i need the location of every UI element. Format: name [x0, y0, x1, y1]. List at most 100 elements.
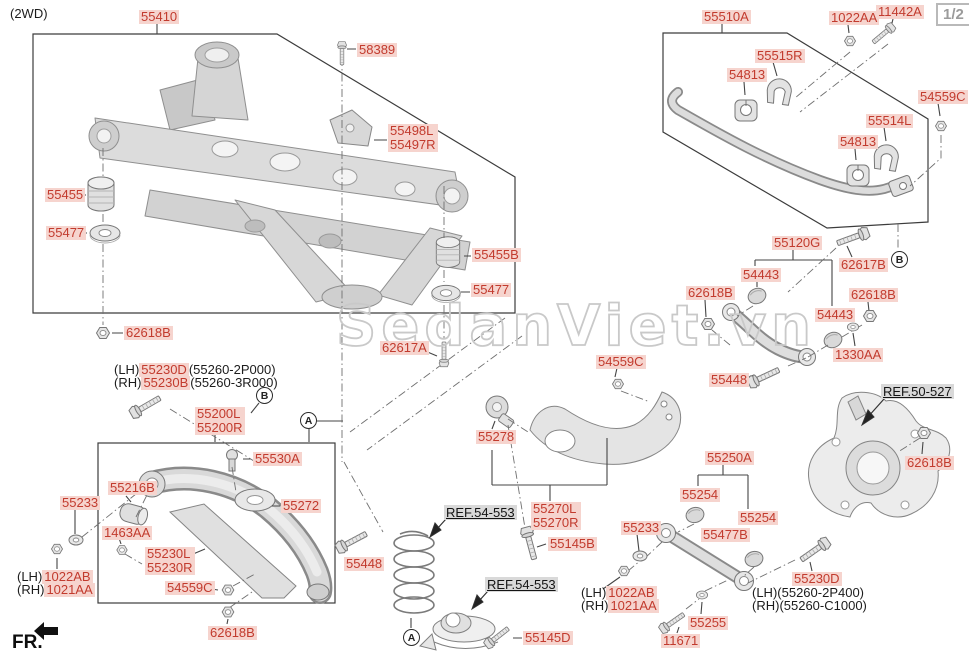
- callout-11671[interactable]: 11671: [661, 633, 701, 648]
- stabilizer-box: [662, 32, 929, 229]
- crossmember-art: [88, 41, 471, 310]
- ref-link-54-553-2[interactable]: REF.54-553: [485, 577, 558, 592]
- callout-55230L-55230R[interactable]: 55230L 55230R: [145, 547, 195, 575]
- callout-62618B-3[interactable]: 62618B: [849, 287, 898, 302]
- callout-55270L-55270R[interactable]: 55270L 55270R: [531, 502, 581, 530]
- callout-55477B[interactable]: 55477B: [701, 527, 750, 542]
- callout-55514L[interactable]: 55514L: [866, 113, 914, 128]
- ref-link-54-553-1[interactable]: REF.54-553: [444, 505, 517, 520]
- callout-55270L: 55270L: [533, 501, 577, 516]
- callout-62618B-1[interactable]: 62618B: [124, 325, 173, 340]
- callout-55200L-55200R[interactable]: 55200L 55200R: [195, 407, 245, 435]
- callout-55530A[interactable]: 55530A: [253, 451, 302, 466]
- callout-1021AA-1[interactable]: 1021AA: [44, 582, 95, 597]
- stab-bushing-icon: [734, 99, 758, 122]
- callout-55477-1[interactable]: 55477: [46, 225, 87, 240]
- callout-1022AB-1[interactable]: 1022AB: [42, 569, 93, 584]
- callout-55200R: 55200R: [197, 420, 243, 435]
- callout-55233-2[interactable]: 55233: [621, 520, 662, 535]
- callout-55448-2[interactable]: 55448: [344, 556, 385, 571]
- callout-55510A[interactable]: 55510A: [702, 9, 751, 24]
- row-lh-55230D: (LH)55230D(55260-2P000): [114, 363, 276, 377]
- callout-55455[interactable]: 55455: [45, 187, 86, 202]
- row-lh-2P400: (LH)(55260-2P400): [752, 586, 864, 600]
- callout-62618B-4[interactable]: 62618B: [905, 455, 954, 470]
- callout-54559C-3[interactable]: 54559C: [165, 580, 215, 595]
- callout-55278[interactable]: 55278: [476, 429, 517, 444]
- callout-55145D[interactable]: 55145D: [523, 630, 573, 645]
- callout-1021AA-2[interactable]: 1021AA: [608, 598, 659, 613]
- callout-54813-2[interactable]: 54813: [838, 134, 879, 149]
- stopper-pin-art: [226, 449, 238, 472]
- washer-icon: [696, 590, 708, 600]
- alt-code-3R000: (55260-3R000): [190, 375, 278, 390]
- callout-62618B-2[interactable]: 62618B: [686, 285, 735, 300]
- arm-bushing-icon: [742, 548, 766, 570]
- coil-spring-art: [393, 530, 435, 614]
- callout-55230R: 55230R: [147, 560, 193, 575]
- callout-55145B[interactable]: 55145B: [548, 536, 597, 551]
- rh-label: (RH): [17, 582, 45, 597]
- callout-54559C-1[interactable]: 54559C: [918, 89, 968, 104]
- callout-55230B[interactable]: 55230B: [141, 375, 191, 390]
- callout-11442A[interactable]: 11442A: [876, 4, 924, 19]
- stab-bushing-icon: [846, 164, 870, 187]
- bolt-icon: [834, 225, 872, 250]
- crossmember-bushing-icon: [87, 176, 115, 212]
- nut-icon: [844, 35, 856, 47]
- callout-55255[interactable]: 55255: [688, 615, 729, 630]
- callout-58389[interactable]: 58389: [357, 42, 398, 57]
- callout-54443-1[interactable]: 54443: [741, 267, 782, 282]
- callout-62617A[interactable]: 62617A: [380, 340, 429, 355]
- fr-direction-arrow-icon: [34, 622, 58, 640]
- nut-icon: [116, 545, 128, 555]
- callout-55254-1[interactable]: 55254: [680, 487, 721, 502]
- callout-62617B[interactable]: 62617B: [839, 257, 888, 272]
- rh-label: (RH): [114, 375, 142, 390]
- nut-icon: [51, 543, 63, 555]
- callout-55120G[interactable]: 55120G: [772, 235, 823, 250]
- callout-55455B[interactable]: 55455B: [472, 247, 521, 262]
- callout-55272[interactable]: 55272: [281, 498, 322, 513]
- knuckle-art: [807, 391, 951, 518]
- alt-code-2P400: (55260-2P400): [777, 585, 865, 600]
- ref-link-50-527[interactable]: REF.50-527: [881, 384, 954, 399]
- callout-55233-1[interactable]: 55233: [60, 495, 101, 510]
- callout-62618B-5[interactable]: 62618B: [208, 625, 257, 640]
- page-indicator-badge[interactable]: 1/2: [936, 3, 969, 26]
- trailing-arm-art: [485, 391, 682, 465]
- callout-55515R[interactable]: 55515R: [755, 48, 805, 63]
- callout-55477-2[interactable]: 55477: [471, 282, 512, 297]
- callout-1463AA[interactable]: 1463AA: [102, 525, 153, 540]
- lh-label: (LH): [17, 569, 43, 584]
- callout-1022AB-2[interactable]: 1022AB: [606, 585, 657, 600]
- callout-55448-1[interactable]: 55448: [709, 372, 750, 387]
- nut-icon: [612, 378, 624, 390]
- callout-55230D-2[interactable]: 55230D: [792, 571, 842, 586]
- marker-B-1: B: [891, 251, 908, 268]
- callout-1022AA[interactable]: 1022AA: [829, 10, 880, 25]
- alt-code-C1000: (55260-C1000): [779, 598, 867, 613]
- callout-55250A[interactable]: 55250A: [705, 450, 754, 465]
- lh-label: (LH): [752, 585, 778, 600]
- callout-54559C-2[interactable]: 54559C: [596, 354, 646, 369]
- callout-1330AA[interactable]: 1330AA: [833, 347, 884, 362]
- callout-55254-2[interactable]: 55254: [738, 510, 779, 525]
- crossmember-bushing-icon: [435, 236, 461, 268]
- row-lh-1022AB-2: (LH)1022AB: [581, 586, 657, 600]
- row-rh-1021AA: (RH)1021AA: [17, 583, 95, 597]
- callout-55216B[interactable]: 55216B: [108, 480, 157, 495]
- callout-54443-2[interactable]: 54443: [815, 307, 856, 322]
- callout-55230D-1[interactable]: 55230D: [139, 362, 189, 377]
- lh-label: (LH): [114, 362, 140, 377]
- callout-55498L-55497R[interactable]: 55498L 55497R: [388, 124, 438, 152]
- callout-55498L: 55498L: [390, 123, 434, 138]
- nut-icon: [96, 327, 110, 339]
- spring-seat-upper-art: [234, 488, 276, 512]
- callout-55410[interactable]: 55410: [139, 9, 180, 24]
- arm-bushing-icon: [119, 503, 149, 526]
- crossmember-box: [32, 33, 516, 314]
- assist-arm-art: [656, 504, 766, 591]
- marker-A-1: A: [300, 412, 317, 429]
- callout-54813-1[interactable]: 54813: [727, 67, 768, 82]
